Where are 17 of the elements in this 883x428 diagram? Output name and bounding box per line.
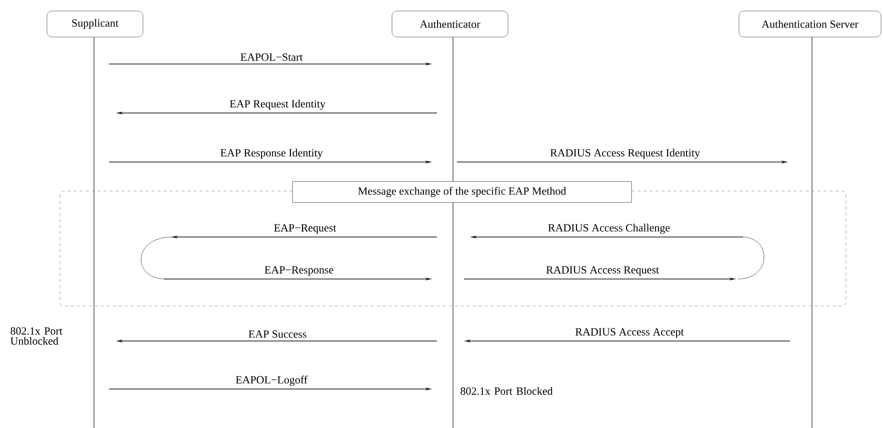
- edge-label: RADIUS Access Challenge: [546, 222, 672, 235]
- edge-label: EAPOL−Logoff: [234, 374, 308, 387]
- edge-label: RADIUS Access Request Identity: [549, 148, 701, 160]
- fragment-label-box: Message exchange of the specific EAP Method: [292, 181, 632, 203]
- edge-label: EAP Request Identity: [228, 98, 326, 111]
- edge-label: EAPOL−Start: [239, 52, 304, 62]
- edge-label: RADIUS Access Accept: [574, 327, 685, 339]
- state-note: 802.1x Port Unblocked: [10, 327, 62, 345]
- edge-label: EAP−Request: [272, 223, 338, 235]
- edge-label: EAP−Response: [263, 265, 335, 277]
- participant-box: Supplicant: [46, 10, 144, 38]
- participant-box: Authentication Server: [738, 10, 882, 38]
- edge-label: RADIUS Access Request: [544, 265, 660, 277]
- edge-label: EAP Response Identity: [219, 148, 324, 160]
- participant-box: Authenticator: [392, 10, 508, 38]
- state-note: 802.1x Port Blocked: [460, 387, 553, 395]
- edge-label: EAP Success: [247, 329, 308, 339]
